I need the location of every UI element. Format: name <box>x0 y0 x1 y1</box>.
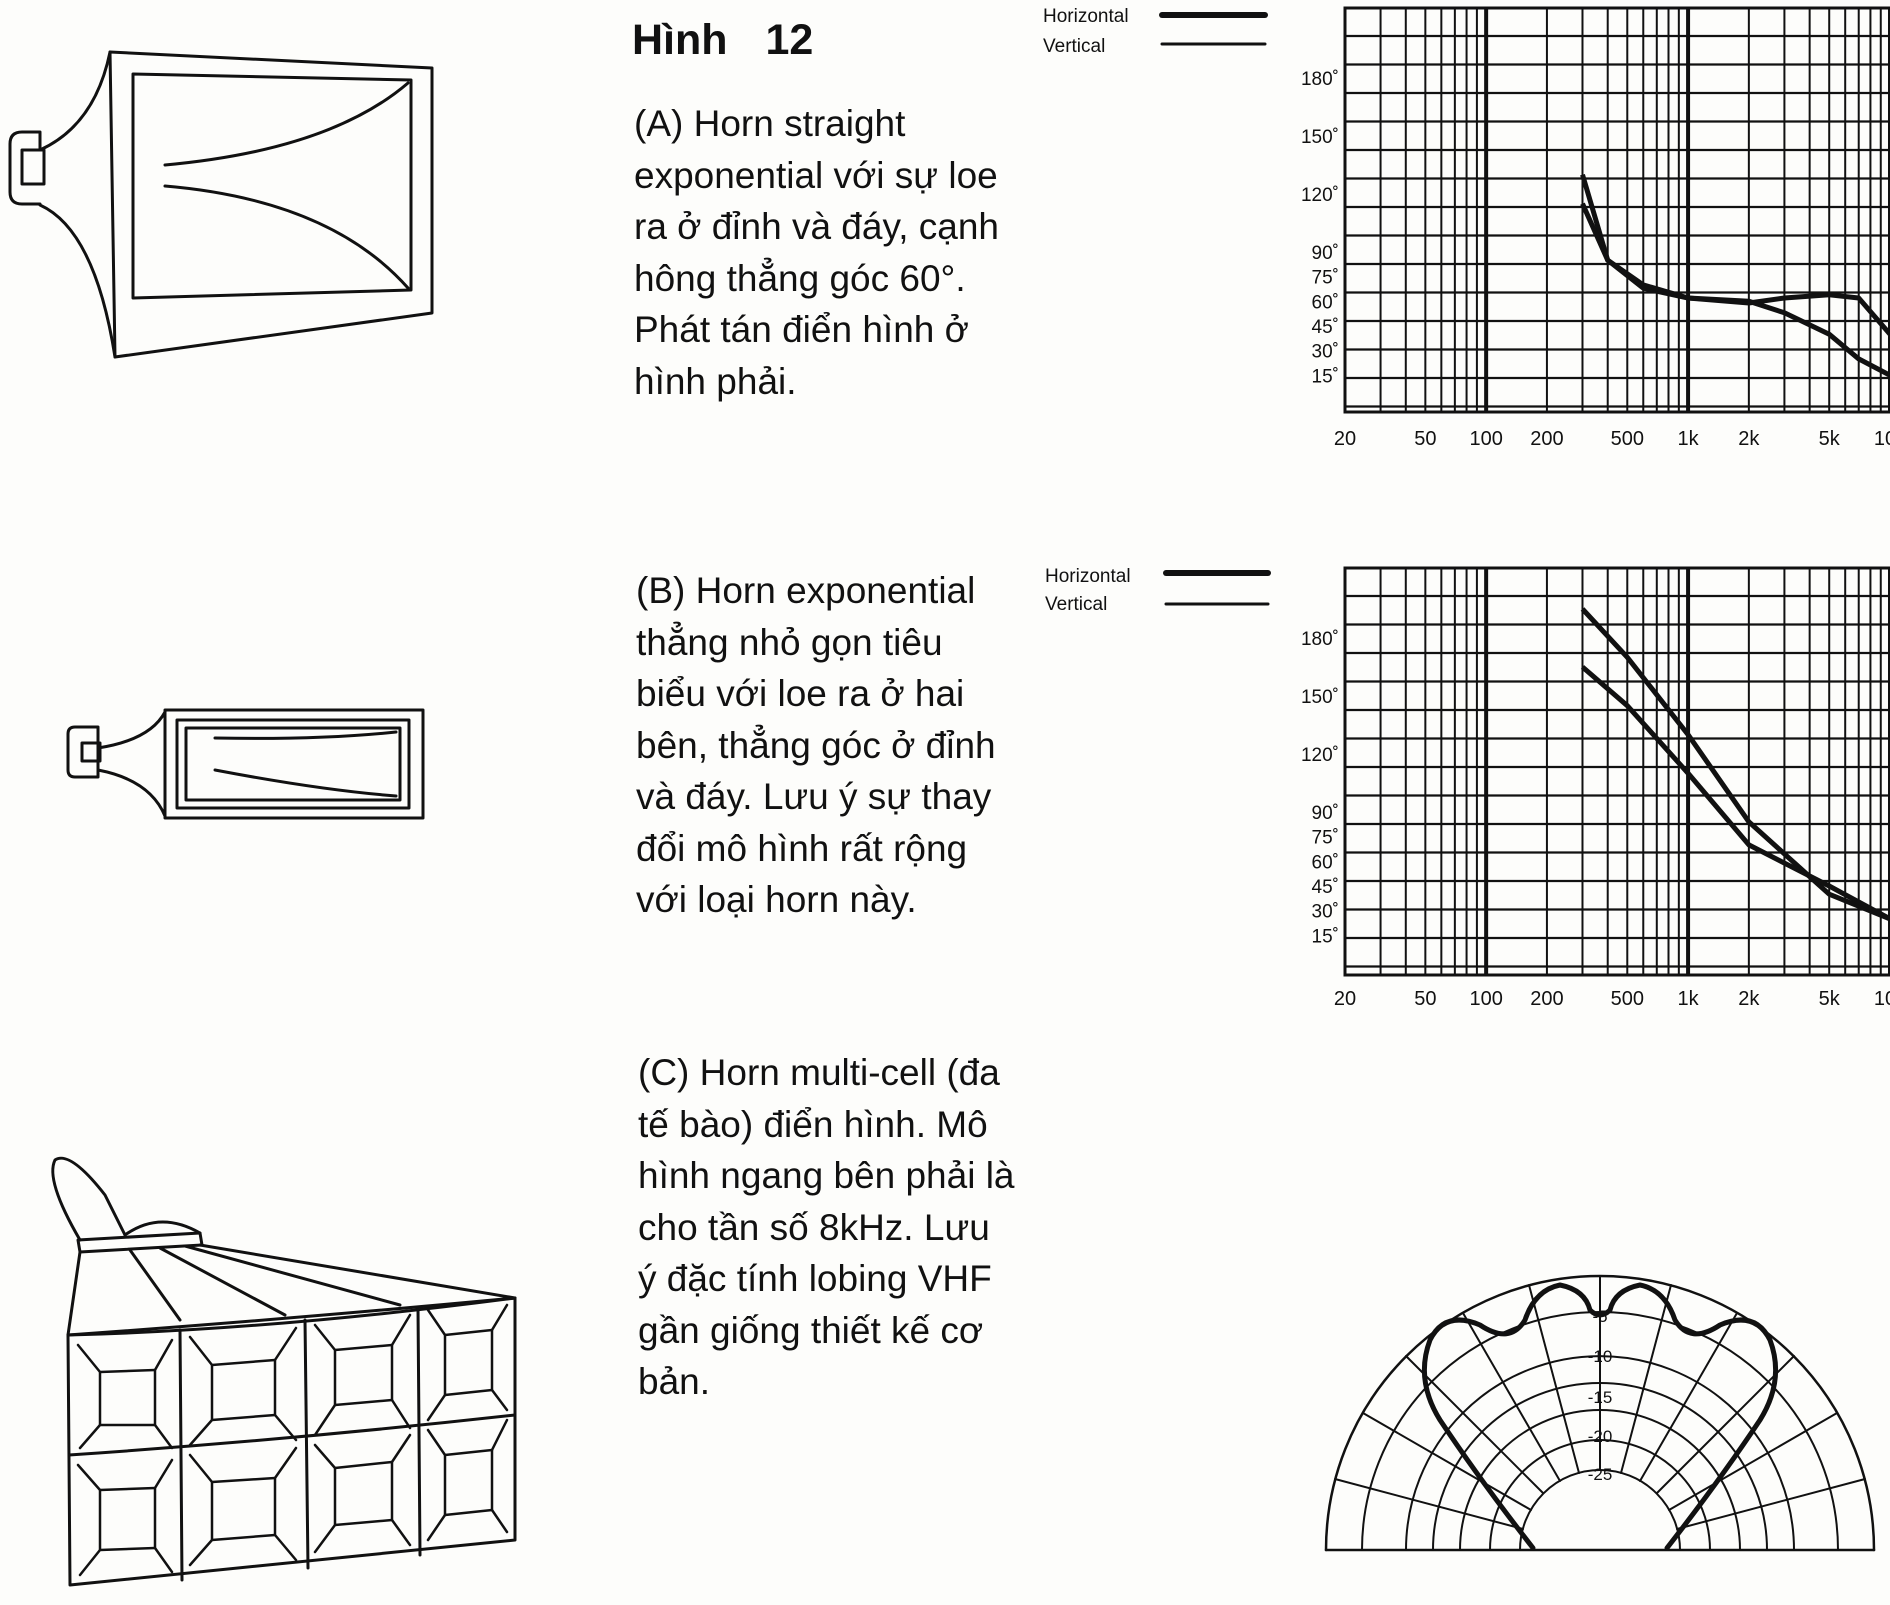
horn-a-illustration <box>8 50 434 359</box>
polar-ring-label-2: -10 <box>1588 1347 1613 1366</box>
y-tick-label: 15˚ <box>1312 366 1339 387</box>
y-tick-label: 75˚ <box>1312 828 1339 849</box>
x-tick-label: 5k <box>1819 428 1841 450</box>
y-tick-label: 180˚ <box>1301 69 1339 90</box>
legend-b-horizontal: Horizontal <box>1045 566 1131 587</box>
y-tick-label: 120˚ <box>1301 185 1339 206</box>
x-tick-label: 2k <box>1738 988 1760 1010</box>
y-tick-label: 45˚ <box>1312 317 1339 338</box>
legend-a <box>1159 12 1268 46</box>
x-tick-label: 20 <box>1334 988 1356 1010</box>
x-tick-label: 10k <box>1874 988 1890 1010</box>
polar-ring-label-1: -5 <box>1592 1307 1607 1326</box>
horn-c-illustration <box>51 1156 517 1587</box>
x-tick-label: 100 <box>1469 428 1502 450</box>
series-line-vertical <box>1580 202 1890 378</box>
caption-a: (A) Horn straight exponential với sự loe… <box>634 103 1000 402</box>
legend-b <box>1163 570 1271 606</box>
x-tick-label: 500 <box>1611 988 1644 1010</box>
y-tick-label: 180˚ <box>1301 629 1339 650</box>
y-tick-label: 45˚ <box>1312 877 1339 898</box>
y-tick-label: 30˚ <box>1312 902 1339 923</box>
polar-ring-labels: -5 -10 -15 -20 -25 <box>1588 1307 1613 1484</box>
caption-b: (B) Horn exponential thẳng nhỏ gọn tiêu … <box>636 570 996 920</box>
figure-title: Hình 12 <box>632 16 814 64</box>
legend-a-horizontal: Horizontal <box>1043 6 1129 27</box>
polar-ring-label-3: -15 <box>1588 1388 1613 1407</box>
y-tick-label: 15˚ <box>1312 926 1339 947</box>
y-tick-label: 120˚ <box>1301 745 1339 766</box>
chart-frame <box>1343 566 1890 977</box>
y-tick-label: 30˚ <box>1312 342 1339 363</box>
x-tick-label: 50 <box>1414 428 1436 450</box>
chart-frame <box>1343 6 1890 414</box>
horn-b-illustration <box>66 708 425 820</box>
y-tick-label: 75˚ <box>1312 268 1339 289</box>
chart-b: 20 50 100 200 500 1k 2k 5k 10k 15˚ 30˚ 45˚ 60˚ 75˚ 90˚… <box>1301 566 1890 1010</box>
caption-c: (C) Horn multi-cell (đa tế bào) điển hìn… <box>638 1052 1015 1402</box>
y-tick-label: 90˚ <box>1312 803 1339 824</box>
legend-b-vertical: Vertical <box>1045 594 1107 615</box>
y-tick-label: 150˚ <box>1301 127 1339 148</box>
x-tick-label: 10k <box>1874 428 1890 450</box>
x-tick-label: 2k <box>1738 428 1760 450</box>
x-tick-label: 500 <box>1611 428 1644 450</box>
polar-pattern-curve <box>1421 1282 1779 1551</box>
x-tick-label: 50 <box>1414 988 1436 1010</box>
y-tick-label: 150˚ <box>1301 687 1339 708</box>
polar-ring-label-4: -20 <box>1588 1427 1613 1446</box>
x-tick-label: 5k <box>1819 988 1841 1010</box>
series-line-vertical <box>1580 665 1890 922</box>
series-line-horizontal <box>1580 607 1890 922</box>
x-tick-label: 20 <box>1334 428 1356 450</box>
x-tick-label: 200 <box>1530 988 1563 1010</box>
x-tick-label: 1k <box>1678 988 1700 1010</box>
legend-a-vertical: Vertical <box>1043 36 1105 57</box>
y-tick-label: 60˚ <box>1312 292 1339 313</box>
x-tick-label: 1k <box>1678 428 1700 450</box>
y-tick-label: 90˚ <box>1312 243 1339 264</box>
x-tick-label: 100 <box>1469 988 1502 1010</box>
polar-plot <box>1324 1274 1876 1552</box>
series-line-horizontal <box>1580 173 1890 336</box>
polar-ring-label-5: -25 <box>1588 1465 1613 1484</box>
legend-labels: Horizontal Vertical Horizontal Vertical <box>1043 6 1131 615</box>
y-tick-label: 60˚ <box>1312 852 1339 873</box>
chart-a: 20 50 100 200 500 1k 2k 5k 10k 15˚ 30˚ 45˚ 60˚ 75˚ 90˚… <box>1301 6 1890 450</box>
x-tick-label: 200 <box>1530 428 1563 450</box>
